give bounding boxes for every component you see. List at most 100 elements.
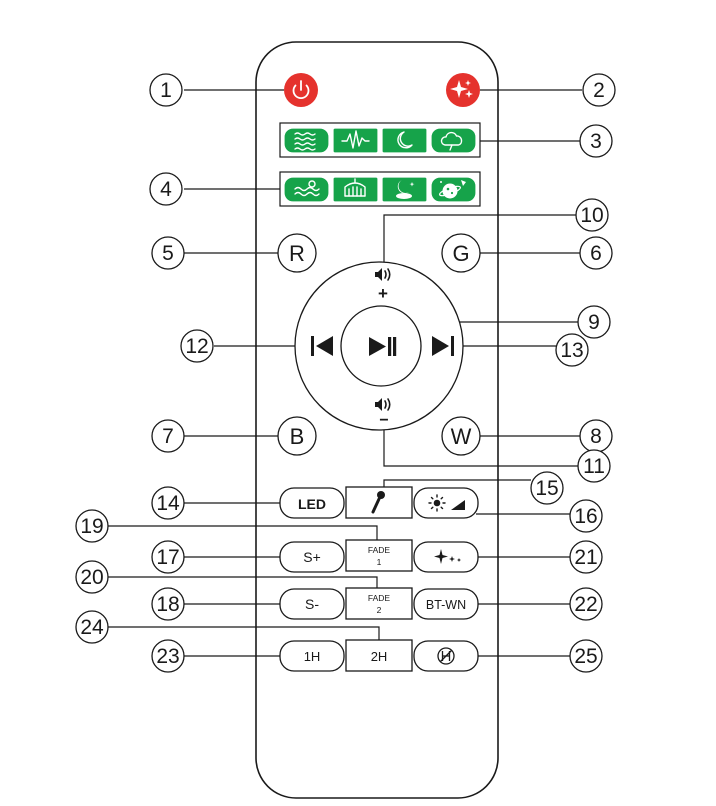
callout-9: 9 <box>577 305 611 339</box>
callout-6-number: 6 <box>590 242 602 265</box>
rain-cloud-icon <box>440 131 463 151</box>
moon-icon <box>397 131 413 149</box>
timer-2h-button[interactable]: 2H <box>345 639 413 672</box>
callout-24-number: 24 <box>80 616 104 639</box>
speaker-icon <box>375 398 391 411</box>
space-button[interactable] <box>430 176 477 203</box>
crib-button[interactable] <box>332 176 379 203</box>
callout-19-number: 19 <box>80 515 103 538</box>
callout-13: 13 <box>555 333 589 367</box>
fade-1-label-top: FADE <box>368 545 391 555</box>
power-button[interactable] <box>284 73 318 107</box>
callout-2-number: 2 <box>593 79 605 102</box>
callout-5: 5 <box>151 236 185 270</box>
microphone-button[interactable] <box>345 486 413 519</box>
heartbeat-icon <box>341 130 370 149</box>
callout-14-number: 14 <box>156 492 180 515</box>
callout-15-number: 15 <box>535 477 558 500</box>
callout-17: 17 <box>151 540 185 574</box>
planet-rocket-icon <box>439 180 466 199</box>
next-track-button[interactable] <box>432 336 454 356</box>
timer-2h-label: 2H <box>371 649 388 664</box>
callout-2: 2 <box>582 73 616 107</box>
callout-25-number: 25 <box>574 645 597 668</box>
ocean-waves-icon <box>294 180 320 197</box>
sparkle-stars-icon <box>450 80 473 98</box>
callout-16: 16 <box>569 499 603 533</box>
play-pause-icon <box>369 337 397 356</box>
white-color-label: W <box>451 424 472 449</box>
callout-11-number: 11 <box>583 455 605 478</box>
callout-8: 8 <box>579 419 613 453</box>
fade-1-label-bottom: 1 <box>377 557 382 567</box>
stars-mode-button[interactable] <box>446 73 480 107</box>
callout-13-number: 13 <box>560 339 583 362</box>
small-stars-icon <box>434 549 461 564</box>
callout-3: 3 <box>579 124 613 158</box>
callout-14: 14 <box>151 486 185 520</box>
microphone-icon <box>371 491 385 514</box>
callout-5-number: 5 <box>162 242 174 265</box>
ocean-button[interactable] <box>283 176 330 203</box>
bt-wn-button[interactable]: BT-WN <box>413 588 479 620</box>
volume-up-button[interactable]: + <box>375 268 391 303</box>
fade-2-label-bottom: 2 <box>377 605 382 615</box>
fade-2-button[interactable]: FADE 2 <box>345 587 413 620</box>
volume-down-button[interactable]: − <box>375 398 391 429</box>
callout-15: 15 <box>530 471 564 505</box>
callout-18: 18 <box>151 587 185 621</box>
sound-mode-row <box>283 127 477 154</box>
blue-color-button[interactable]: B <box>277 416 317 456</box>
callout-3-number: 3 <box>590 130 602 153</box>
previous-track-icon <box>311 336 333 356</box>
volume-up-label: + <box>378 284 388 303</box>
led-label: LED <box>298 496 326 512</box>
callout-12: 12 <box>180 329 214 363</box>
fade-2-label-top: FADE <box>368 593 391 603</box>
green-color-button[interactable]: G <box>441 233 481 273</box>
volume-down-label: − <box>379 412 388 429</box>
callout-11: 11 <box>577 449 611 483</box>
callout-4: 4 <box>149 172 183 206</box>
blue-color-label: B <box>290 424 305 449</box>
scene-mode-row <box>283 176 477 203</box>
previous-track-button[interactable] <box>311 336 333 356</box>
speed-up-label: S+ <box>303 549 321 565</box>
callout-18-number: 18 <box>156 593 179 616</box>
play-pause-button[interactable] <box>340 305 422 387</box>
timer-off-button[interactable] <box>413 640 479 672</box>
led-button[interactable]: LED <box>279 487 345 519</box>
white-noise-waves-icon <box>294 132 316 151</box>
callout-1: 1 <box>149 73 183 107</box>
callout-17-number: 17 <box>156 546 179 569</box>
callout-25: 25 <box>569 639 603 673</box>
speed-down-label: S- <box>305 596 319 612</box>
callout-22-number: 22 <box>574 593 597 616</box>
callout-10-number: 10 <box>580 204 603 227</box>
white-noise-button[interactable] <box>283 127 330 154</box>
brightness-button[interactable] <box>413 487 479 519</box>
callout-22: 22 <box>569 587 603 621</box>
callout-10: 10 <box>575 198 609 232</box>
heartbeat-button[interactable] <box>332 127 379 154</box>
fade-1-button[interactable]: FADE 1 <box>345 539 413 572</box>
speed-down-button[interactable]: S- <box>279 588 345 620</box>
speed-up-button[interactable]: S+ <box>279 541 345 573</box>
green-color-label: G <box>452 241 469 266</box>
callout-6: 6 <box>579 236 613 270</box>
rain-button[interactable] <box>430 127 477 154</box>
timer-1h-label: 1H <box>304 649 321 664</box>
red-color-label: R <box>289 241 305 266</box>
callout-20: 20 <box>75 560 109 594</box>
speaker-icon <box>375 268 391 281</box>
star-mode-button[interactable] <box>413 541 479 573</box>
white-color-button[interactable]: W <box>441 416 481 456</box>
callout-21-number: 21 <box>574 546 597 569</box>
timer-1h-button[interactable]: 1H <box>279 640 345 672</box>
moon-baby-button[interactable] <box>381 176 428 203</box>
red-color-button[interactable]: R <box>277 233 317 273</box>
sleep-moon-button[interactable] <box>381 127 428 154</box>
callout-16-number: 16 <box>574 505 597 528</box>
callout-8-number: 8 <box>590 425 602 448</box>
